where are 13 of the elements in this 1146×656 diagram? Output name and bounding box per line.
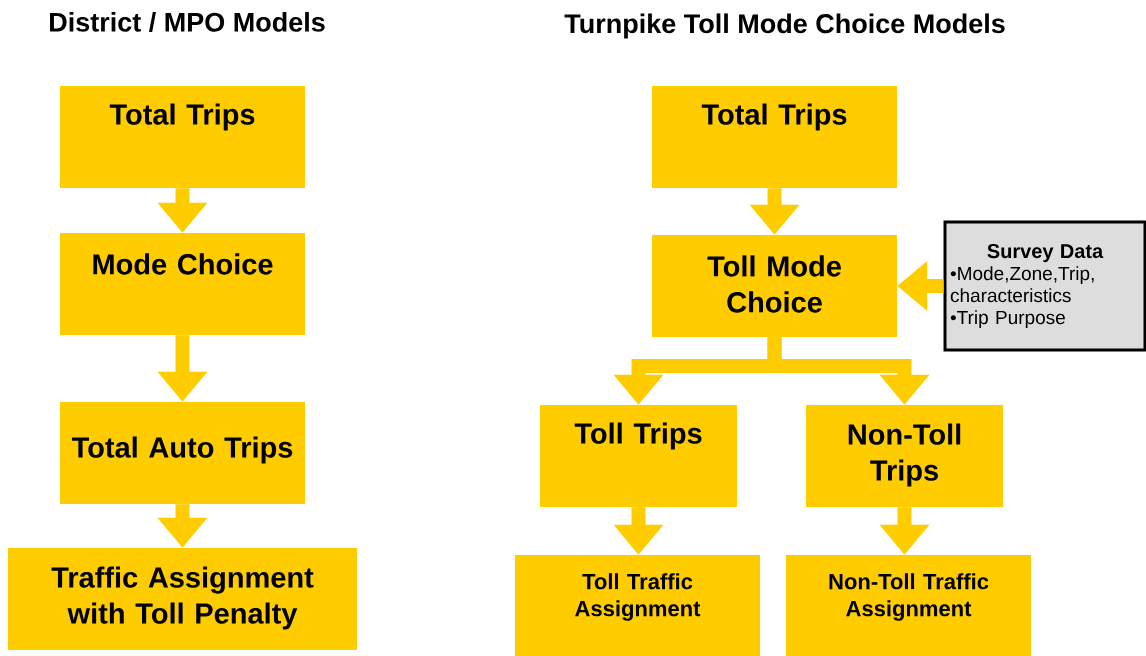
heading: Turnpike Toll Mode Choice Models xyxy=(564,13,1005,39)
process-box: Toll Trips xyxy=(540,405,737,507)
process-box: Toll Traffic Assignment xyxy=(515,555,760,656)
process-box: Mode Choice xyxy=(60,233,305,335)
process-box: Non-Toll Trips xyxy=(806,405,1003,507)
process-box: Non-Toll Traffic Assignment xyxy=(786,555,1031,656)
process-box: Total Trips xyxy=(652,86,897,188)
process-box: Total Auto Trips xyxy=(60,402,305,504)
process-box: Traffic Assignment with Toll Penalty xyxy=(8,548,357,650)
note-box: Survey Data •Mode,Zone,Trip, characteristics •Trip Purpose xyxy=(943,220,1146,352)
process-box: Total Trips xyxy=(60,86,305,188)
process-box: Toll Mode Choice xyxy=(652,235,897,337)
heading: District / MPO Models xyxy=(50,11,325,33)
